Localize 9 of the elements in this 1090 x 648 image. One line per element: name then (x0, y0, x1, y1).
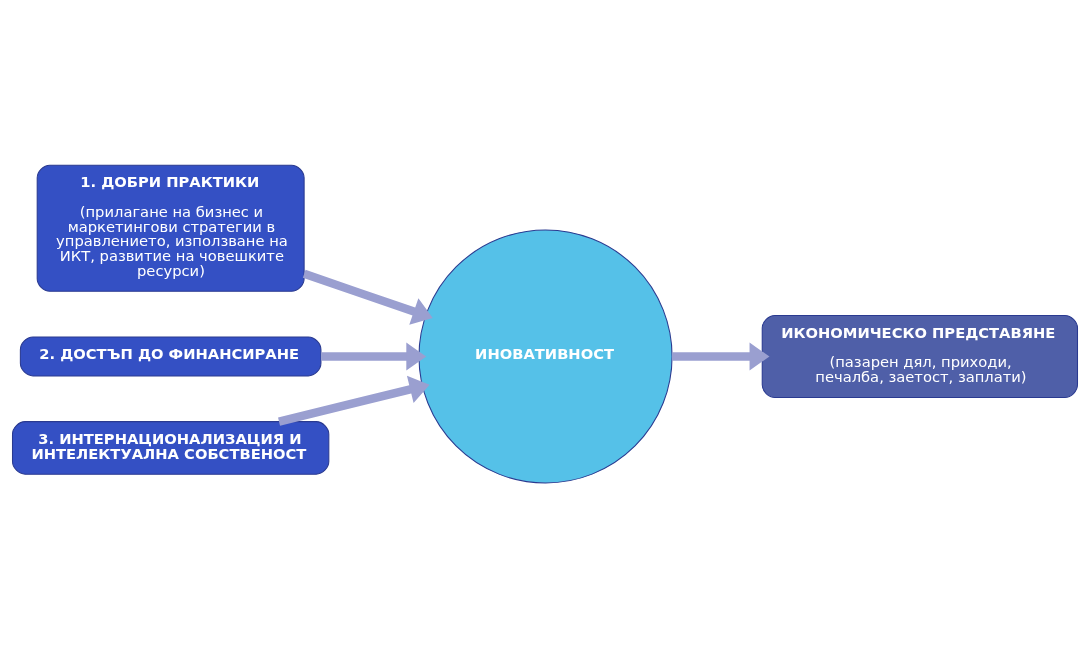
node-circle: ИНОВАТИВНОСТ (418, 229, 673, 484)
node-box: ИКОНОМИЧЕСКО ПРЕДСТАВЯНЕ (пазарен дял, приходи, печалба, заетост, заплати) (761, 314, 1079, 398)
node-box: 2. ДОСТЪП ДО ФИНАНСИРАНЕ (19, 336, 322, 377)
arrow (672, 342, 770, 371)
arrow (278, 375, 430, 426)
node-box: 1. ДОБРИ ПРАКТИКИ (прилагане на бизнес и маркетингови стратегии в управлението, използване на ИКТ, развитие на човешките ресурси) (36, 164, 305, 292)
arrow (321, 342, 427, 371)
arrow (302, 269, 433, 325)
node-box: 3. ИНТЕРНАЦИОНАЛИЗАЦИЯ И ИНТЕЛЕКТУАЛНА СОБСТВЕНОСТ (11, 421, 330, 475)
